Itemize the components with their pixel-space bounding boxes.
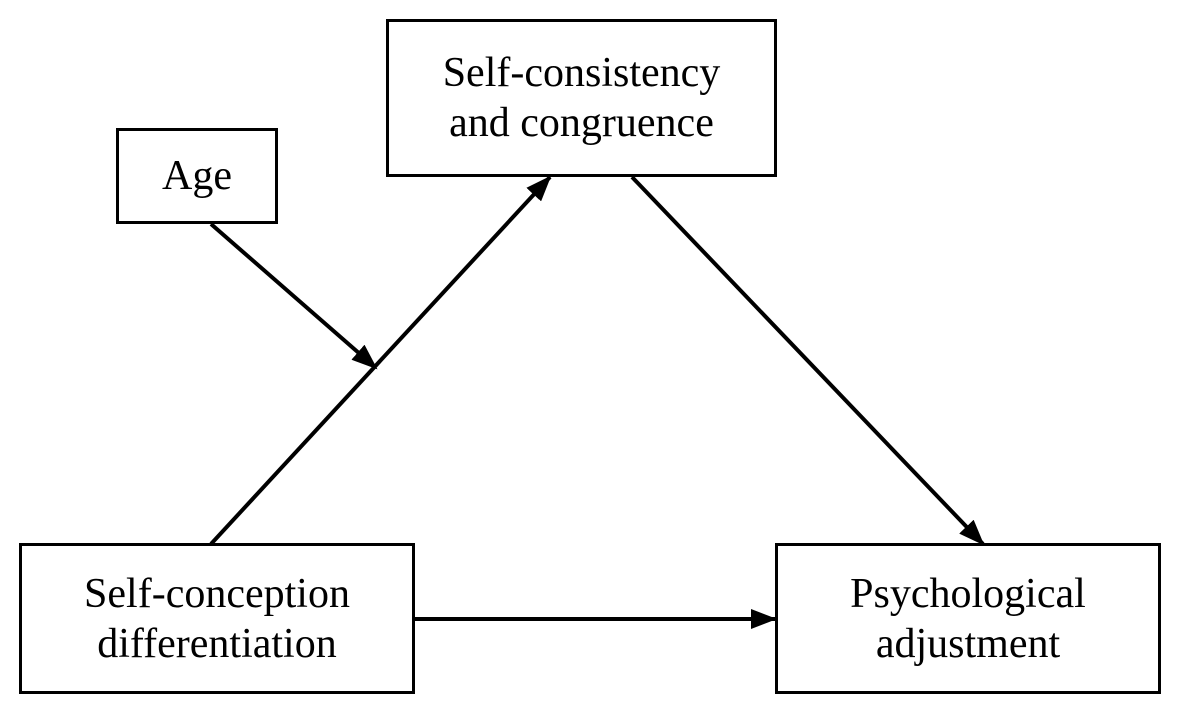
self-conception-box: Self-conception differentiation <box>19 543 415 694</box>
arrow-mediator-to-outcome <box>630 175 985 546</box>
self-consistency-box: Self-consistency and congruence <box>386 19 777 177</box>
arrow-age-moderation <box>209 222 378 370</box>
age-box: Age <box>116 128 278 224</box>
age-label: Age <box>162 153 232 199</box>
self-consistency-label-line-2: and congruence <box>449 100 714 146</box>
psychological-adjustment-label-line-2: adjustment <box>875 620 1061 667</box>
arrow-predictor-to-mediator <box>209 175 552 546</box>
self-consistency-label-line-1: Self-consistency <box>442 50 721 96</box>
self-conception-label-line-2: differentiation <box>97 620 337 667</box>
self-conception-label-line-1: Self-conception <box>84 570 350 617</box>
psychological-adjustment-label-line-1: Psychological <box>850 570 1086 617</box>
psychological-adjustment-box: Psychological adjustment <box>775 543 1161 694</box>
